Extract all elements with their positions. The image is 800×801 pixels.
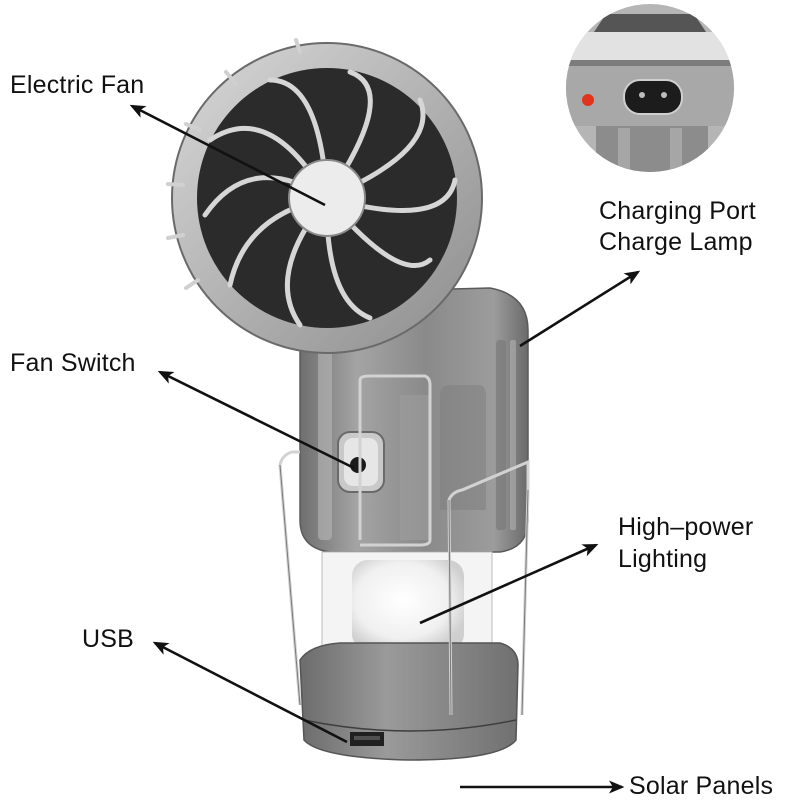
- arrow-high-power-lighting: [419, 543, 599, 625]
- arrow-fan-switch: [157, 370, 355, 470]
- label-usb: USB: [82, 625, 135, 653]
- arrow-charging-port: [519, 270, 641, 348]
- solar-panel-strip: [594, 14, 706, 32]
- arrow-electric-fan: [129, 104, 326, 207]
- charge-indicator-lamp: [582, 94, 594, 106]
- label-lighting: Lighting: [618, 545, 708, 573]
- label-electric-fan: Electric Fan: [10, 71, 145, 99]
- charging-port-closeup-inset: [566, 4, 734, 172]
- label-charging-port: Charging Port: [599, 197, 756, 225]
- lantern-wire-frame: [278, 374, 530, 716]
- label-charge-lamp: Charge Lamp: [599, 228, 753, 256]
- electric-fan-head: [166, 38, 483, 354]
- figure-8-ac-socket: [623, 79, 683, 115]
- label-fan-switch: Fan Switch: [10, 349, 136, 377]
- label-solar-panels: Solar Panels: [629, 772, 774, 800]
- label-high-power: High–power: [618, 513, 754, 541]
- arrow-usb: [152, 641, 348, 744]
- lantern-base: [299, 642, 519, 761]
